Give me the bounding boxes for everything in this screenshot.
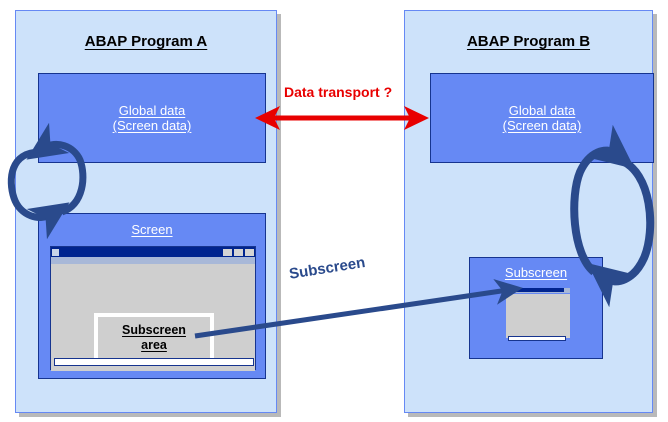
program-b-panel: ABAP Program B Global data (Screen data)… [404, 10, 654, 413]
screen-window-titlebar [51, 247, 255, 257]
program-a-global-data-line1: Global data [118, 103, 186, 118]
program-a-title: ABAP Program A [84, 33, 208, 50]
program-b-global-data-line1: Global data [508, 103, 576, 118]
program-b-title: ABAP Program B [466, 33, 591, 50]
subscreen-area-line2: area [141, 338, 167, 352]
screen-window-toolbar [51, 257, 255, 264]
subscreen-window-statusbar [508, 336, 566, 341]
window-system-menu-icon [52, 248, 59, 256]
program-b-global-data-label: Global data (Screen data) [431, 103, 653, 133]
screen-window-body: Subscreen area [51, 264, 255, 371]
window-maximize-icon [234, 248, 243, 256]
program-b-subscreen-label-text: Subscreen [504, 265, 568, 280]
program-b-subscreen-label: Subscreen [470, 265, 602, 280]
window-minimize-icon [223, 248, 232, 256]
screen-window-statusbar [54, 358, 254, 366]
data-transport-label: Data transport ? [282, 83, 395, 101]
screen-window-mock: Subscreen area [50, 246, 256, 371]
subscreen-area-line1: Subscreen [122, 323, 186, 337]
program-a-screen-label-text: Screen [131, 222, 173, 237]
window-close-icon [245, 248, 254, 256]
subscreen-area-placeholder: Subscreen area [94, 313, 214, 363]
program-a-global-data-line2: (Screen data) [112, 118, 192, 133]
program-b-subscreen-box: Subscreen [469, 257, 603, 359]
subscreen-window-body [506, 294, 570, 338]
program-a-global-data-box: Global data (Screen data) [38, 73, 266, 163]
program-b-global-data-box: Global data (Screen data) [430, 73, 654, 163]
subscreen-window-mock [506, 288, 570, 344]
subscreen-connector-label: Subscreen [288, 254, 367, 283]
program-a-screen-label: Screen [39, 222, 265, 237]
program-a-panel: ABAP Program A Global data (Screen data)… [15, 10, 277, 413]
program-a-global-data-label: Global data (Screen data) [39, 103, 265, 133]
program-b-global-data-line2: (Screen data) [502, 118, 582, 133]
program-a-screen-box: Screen Subscreen area [38, 213, 266, 379]
subscreen-window-titlebar [508, 288, 564, 292]
